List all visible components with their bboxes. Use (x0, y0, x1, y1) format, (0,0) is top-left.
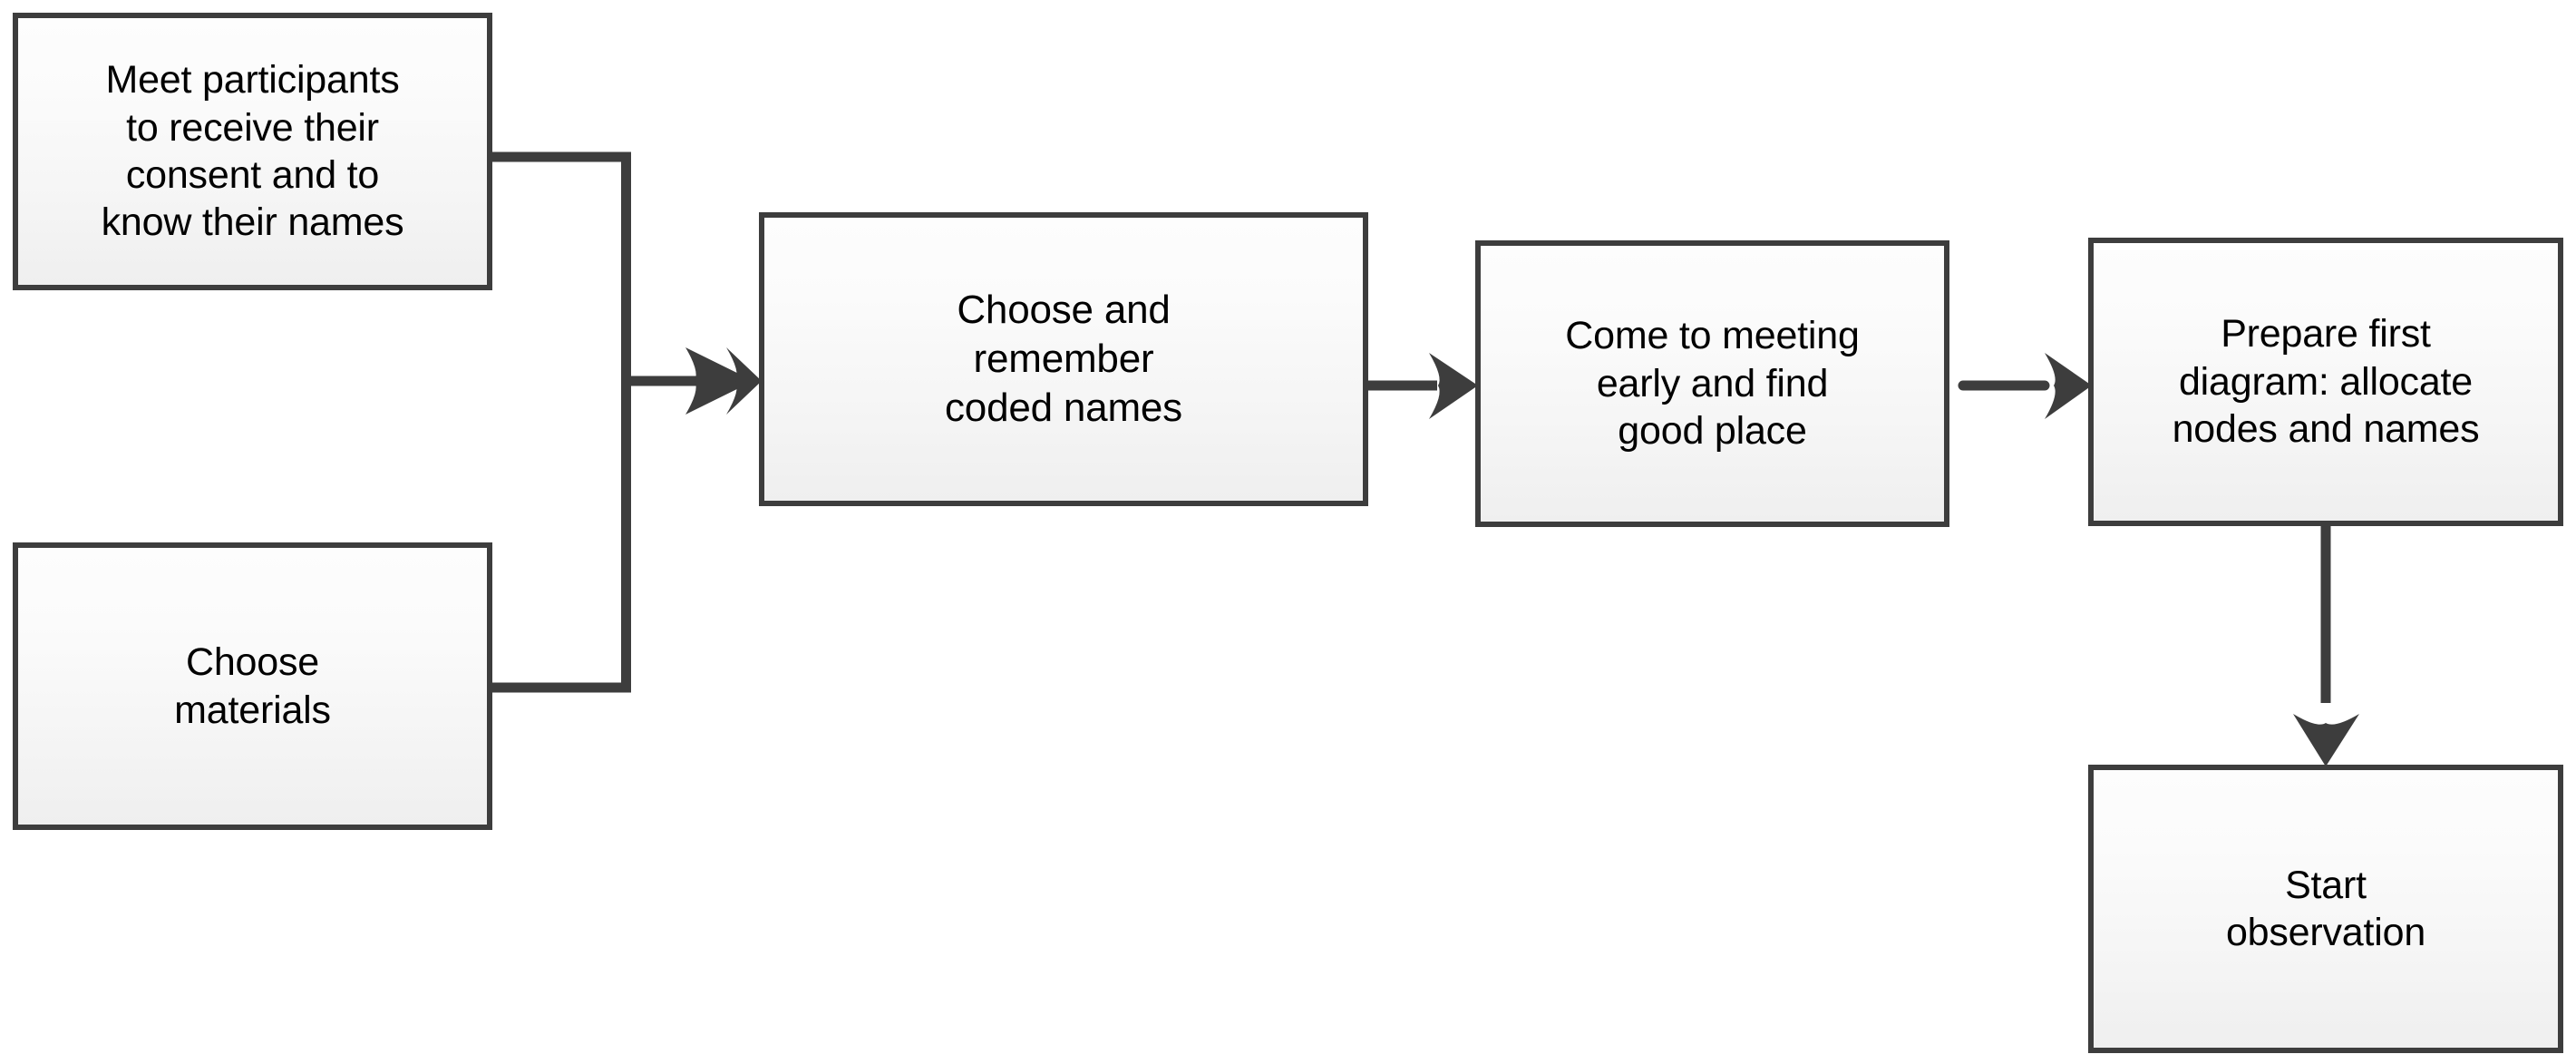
node-start-observation[interactable]: Start observation (2088, 765, 2563, 1053)
node-coded-names-label: Choose and remember coded names (945, 288, 1182, 430)
node-prepare-first-diagram[interactable]: Prepare first diagram: allocate nodes an… (2088, 238, 2563, 526)
edge-coded-names-to-come-early (1368, 353, 1478, 419)
edge-junction-to-coded-names (626, 347, 762, 415)
node-start-observation-label: Start observation (2225, 863, 2426, 954)
node-choose-materials[interactable]: Choose materials (13, 542, 492, 830)
node-come-early-label: Come to meeting early and find good plac… (1565, 314, 1860, 454)
node-meet-participants-label: Meet participants to receive their conse… (101, 58, 404, 245)
node-prepare-diagram-label: Prepare first diagram: allocate nodes an… (2172, 312, 2480, 452)
node-choose-and-remember-coded-names[interactable]: Choose and remember coded names (759, 212, 1368, 506)
node-choose-materials-label: Choose materials (174, 640, 331, 732)
edge-come-early-to-prepare-diagram (1958, 353, 2092, 419)
edge-prepare-diagram-to-start-observation (2293, 524, 2359, 766)
node-come-to-meeting-early[interactable]: Come to meeting early and find good plac… (1475, 240, 1949, 527)
node-meet-participants[interactable]: Meet participants to receive their conse… (13, 13, 492, 290)
